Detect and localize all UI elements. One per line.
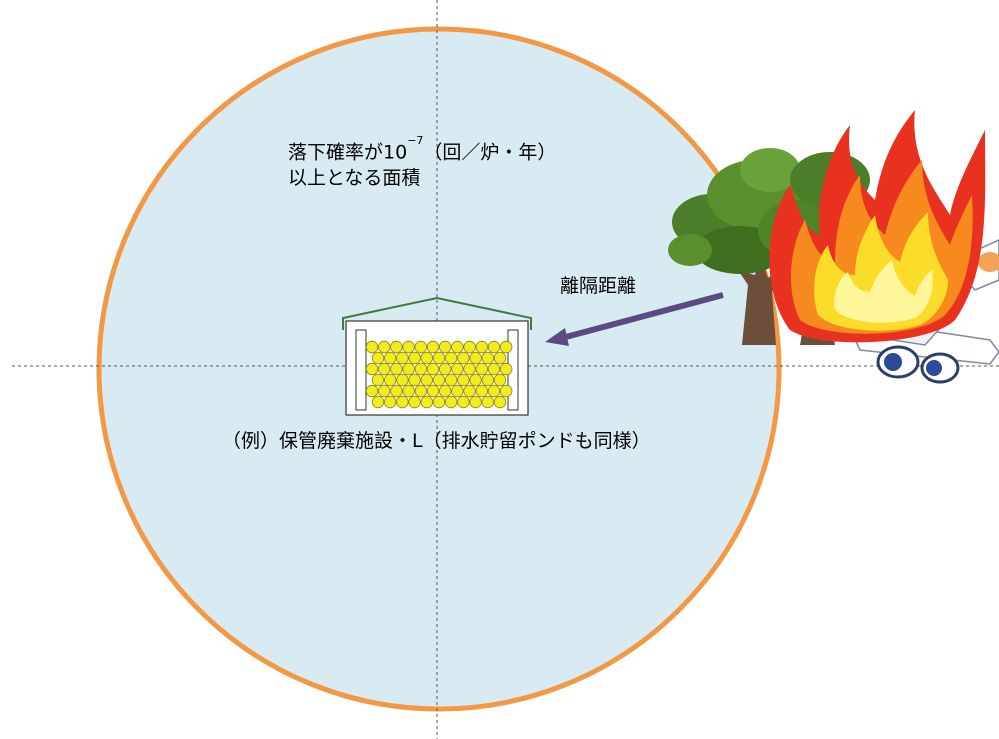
waste-drum [408,351,421,365]
waste-drum [390,384,403,398]
waste-drum [481,373,495,387]
waste-drum [493,373,507,387]
separation-distance-label: 離隔距離 [560,275,637,297]
area-label-line2: 以上となる面積 [288,167,421,190]
fire-icon [769,110,986,343]
waste-drum [414,340,428,354]
waste-drum [487,340,501,354]
facility-example-label: （例）保管廃棄施設・L（排水貯留ポンドも同様） [222,430,651,452]
waste-drum [384,395,397,409]
waste-drum [475,362,489,376]
waste-drum [396,351,409,365]
waste-drum [378,384,391,398]
waste-drum [439,384,452,398]
waste-drum [451,362,464,376]
waste-drum [408,373,421,387]
waste-drum [402,362,415,376]
waste-drum [481,395,495,409]
waste-drum [390,362,403,376]
waste-drum [487,384,501,398]
area-label-exponent: −7 [407,134,424,147]
waste-drum [426,362,440,376]
waste-drum [420,395,434,409]
waste-drum [378,340,391,354]
waste-drum [493,351,507,365]
waste-drum [445,373,458,387]
waste-drum [371,373,385,387]
waste-drum [487,362,501,376]
waste-drum [432,373,446,387]
waste-drum [463,362,476,376]
waste-drum [445,395,458,409]
waste-drum [402,340,415,354]
waste-drum [481,351,495,365]
waste-drum [390,340,403,354]
waste-drum [500,340,513,354]
waste-drum [432,395,446,409]
waste-drum [457,351,470,365]
waste-drum [439,340,452,354]
waste-drum [371,395,385,409]
waste-drum [475,384,489,398]
waste-drum [414,362,428,376]
waste-drum [384,373,397,387]
waste-drum [463,340,476,354]
waste-drum [396,373,409,387]
area-label-suffix: （回／炉・年） [423,141,557,164]
waste-drum [408,395,421,409]
waste-drum [420,373,434,387]
waste-drum [365,340,379,354]
waste-drum [365,384,379,398]
probability-area-label: 落下確率が10−7（回／炉・年） 以上となる面積 [288,134,557,191]
waste-drum [414,384,428,398]
waste-drum [432,351,446,365]
waste-drum [439,362,452,376]
waste-drum [463,384,476,398]
waste-drum [469,395,482,409]
area-label-prefix: 落下確率が10 [288,141,408,164]
waste-drum [396,395,409,409]
waste-drum [457,373,470,387]
waste-drum [445,351,458,365]
waste-drum [378,362,391,376]
waste-drum [500,384,513,398]
waste-drum [469,351,482,365]
waste-drum [426,340,440,354]
waste-drum [493,395,507,409]
waste-drum [420,351,434,365]
waste-drum [451,340,464,354]
distance-arrow-icon [545,292,724,346]
storage-facility-icon [342,296,532,416]
waste-drum [500,362,513,376]
waste-drum [365,362,379,376]
waste-drum [457,395,470,409]
waste-drum [451,384,464,398]
waste-drum-stack [365,340,513,409]
waste-drum [475,340,489,354]
waste-drum [371,351,385,365]
waste-drum [384,351,397,365]
waste-drum [402,384,415,398]
waste-drum [426,384,440,398]
waste-drum [469,373,482,387]
